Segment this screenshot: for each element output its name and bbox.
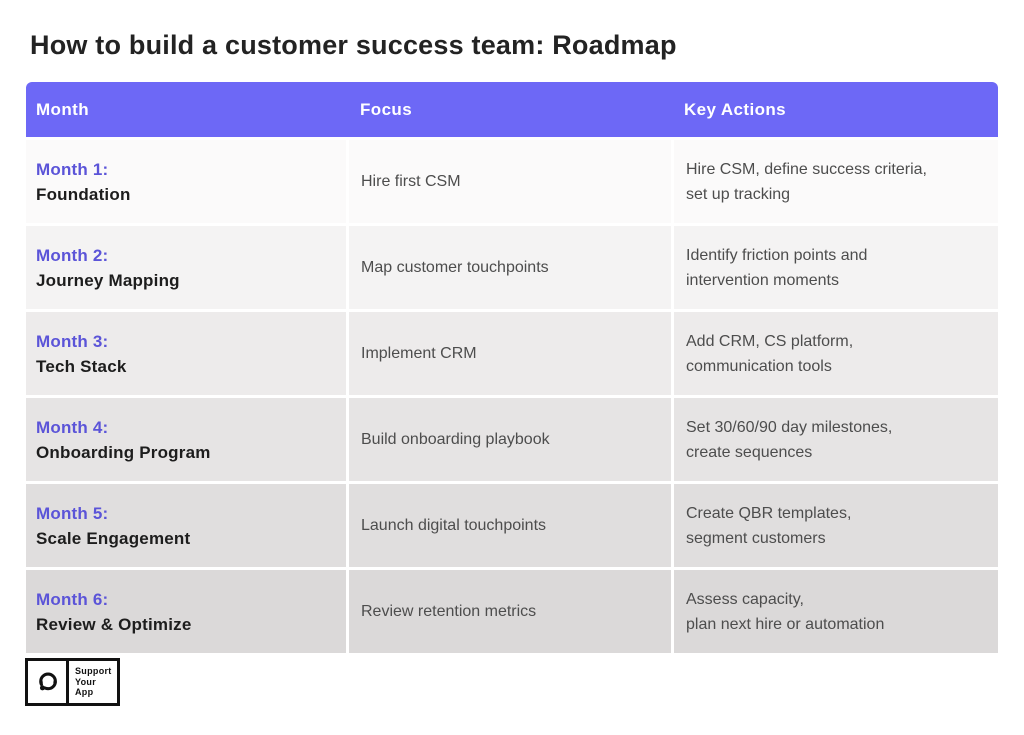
table-body: Month 1: Foundation Hire first CSM Hire … <box>26 140 998 653</box>
month-label: Month 1: <box>36 159 109 179</box>
month-label: Month 4: <box>36 417 109 437</box>
month-cell: Month 5: Scale Engagement <box>26 484 346 567</box>
table-row: Month 6: Review & Optimize Review retent… <box>26 570 998 653</box>
logo-text: Support Your App <box>69 661 117 703</box>
column-header-focus: Focus <box>360 99 413 119</box>
month-cell: Month 3: Tech Stack <box>26 312 346 395</box>
key-actions-cell: Identify friction points and interventio… <box>674 226 998 309</box>
month-name: Scale Engagement <box>36 528 191 548</box>
support-your-app-logo: Support Your App <box>25 658 120 706</box>
month-label: Month 6: <box>36 589 109 609</box>
column-header-month: Month <box>36 99 89 119</box>
logo-line-2: Your <box>75 676 97 687</box>
column-header-actions: Key Actions <box>684 99 787 119</box>
focus-cell: Review retention metrics <box>349 570 671 653</box>
month-label: Month 2: <box>36 245 109 265</box>
key-actions-cell: Create QBR templates, segment customers <box>674 484 998 567</box>
table-row: Month 2: Journey Mapping Map customer to… <box>26 226 998 309</box>
month-cell: Month 4: Onboarding Program <box>26 398 346 481</box>
roadmap-table: Month Focus Key Actions Month 1: Foundat… <box>26 82 998 653</box>
month-name: Review & Optimize <box>36 614 192 634</box>
month-label: Month 5: <box>36 503 109 523</box>
page-title: How to build a customer success team: Ro… <box>30 30 677 60</box>
logo-line-1: Support <box>75 666 112 677</box>
headset-icon <box>28 661 69 703</box>
focus-cell: Build onboarding playbook <box>349 398 671 481</box>
month-cell: Month 2: Journey Mapping <box>26 226 346 309</box>
month-name: Foundation <box>36 184 131 204</box>
table-row: Month 4: Onboarding Program Build onboar… <box>26 398 998 481</box>
key-actions-cell: Add CRM, CS platform, communication tool… <box>674 312 998 395</box>
logo-line-3: App <box>75 687 94 698</box>
focus-cell: Implement CRM <box>349 312 671 395</box>
table-row: Month 3: Tech Stack Implement CRM Add CR… <box>26 312 998 395</box>
table-row: Month 5: Scale Engagement Launch digital… <box>26 484 998 567</box>
key-actions-cell: Set 30/60/90 day milestones, create sequ… <box>674 398 998 481</box>
key-actions-cell: Assess capacity, plan next hire or autom… <box>674 570 998 653</box>
month-cell: Month 6: Review & Optimize <box>26 570 346 653</box>
key-actions-cell: Hire CSM, define success criteria, set u… <box>674 140 998 223</box>
table-header-row: Month Focus Key Actions <box>26 82 998 137</box>
month-name: Journey Mapping <box>36 270 180 290</box>
month-label: Month 3: <box>36 331 109 351</box>
month-cell: Month 1: Foundation <box>26 140 346 223</box>
focus-cell: Launch digital touchpoints <box>349 484 671 567</box>
table-row: Month 1: Foundation Hire first CSM Hire … <box>26 140 998 223</box>
month-name: Onboarding Program <box>36 442 211 462</box>
month-name: Tech Stack <box>36 356 127 376</box>
focus-cell: Hire first CSM <box>349 140 671 223</box>
focus-cell: Map customer touchpoints <box>349 226 671 309</box>
